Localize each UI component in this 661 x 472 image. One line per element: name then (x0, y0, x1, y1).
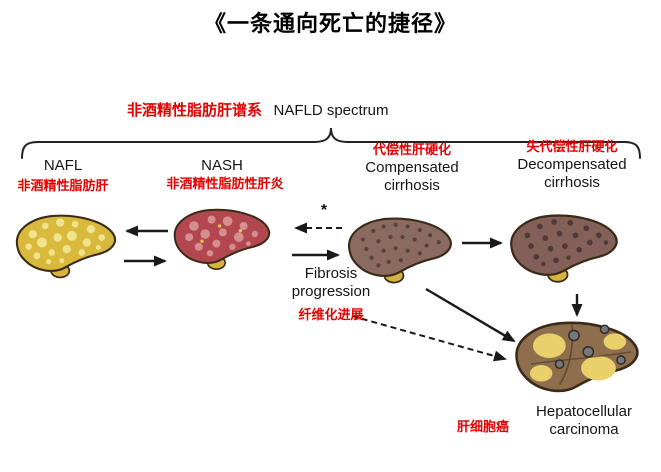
nash-liver-illustration (170, 198, 274, 278)
stage-label-nash-zh: 非酒精性脂肪性肝炎 (166, 176, 284, 191)
stage-label-nafl: NAFL (43, 157, 83, 174)
fibrosis-progression-zh: 纤维化进展 (298, 307, 364, 322)
hcc-liver-illustration (510, 315, 644, 403)
stage-label-hcc-line2: carcinoma (549, 421, 619, 438)
spectrum-label-zh: 非酒精性脂肪肝谱系 (126, 102, 262, 119)
compensated-cirrhosis-liver-illustration (344, 210, 456, 288)
decompensated-cirrhosis-liver-illustration (506, 207, 622, 287)
page-title: 《一条通向死亡的捷径》 (203, 11, 458, 36)
stage-label-compensated-line2: cirrhosis (384, 177, 440, 194)
stage-label-decompensated-line2: cirrhosis (544, 174, 600, 191)
fibrosis-progression-line1: Fibrosis (304, 265, 358, 282)
stage-label-compensated-zh: 代偿性肝硬化 (372, 142, 452, 157)
stage-label-nash: NASH (201, 157, 243, 174)
stage-label-decompensated-line1: Decompensated (517, 156, 627, 173)
spectrum-label-en: NAFLD spectrum (273, 102, 389, 119)
arrow-fibrosis-to-hcc-dashed (351, 315, 507, 362)
regression-asterisk: * (320, 202, 328, 219)
stage-label-nafl-zh: 非酒精性脂肪肝 (17, 178, 109, 193)
stage-label-compensated-line1: Compensated (365, 159, 459, 176)
stage-label-hcc-line1: Hepatocellular (536, 403, 632, 420)
nafl-liver-illustration (12, 208, 120, 282)
fibrosis-progression-line2: progression (291, 283, 371, 300)
stage-label-hcc-zh: 肝细胞癌 (456, 419, 510, 434)
arrow-compensated-to-hcc (425, 287, 516, 343)
stage-label-decompensated-zh: 失代偿性肝硬化 (526, 139, 618, 154)
